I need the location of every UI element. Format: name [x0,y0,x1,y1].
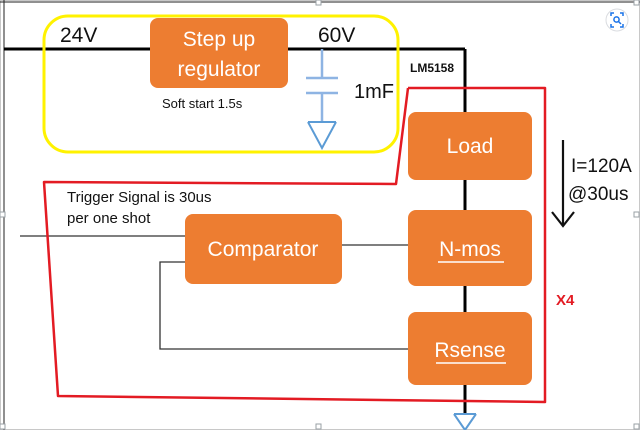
trigger-signal-line1: Trigger Signal is 30us [67,189,212,206]
soft-start-label: Soft start 1.5s [162,96,243,111]
handle-bottom-center[interactable] [315,423,322,430]
handle-top-right[interactable] [633,0,640,6]
load-label: Load [447,135,494,158]
handle-middle-left[interactable] [0,211,6,218]
channel-group-outline [42,86,547,404]
handle-bottom-right[interactable] [633,423,640,430]
multiplier-label: X4 [556,292,575,309]
image-search-button[interactable] [605,8,629,32]
current-line1: I=120A [571,156,632,177]
rsense-label: Rsense [434,339,505,362]
step-up-line1: Step up [183,28,255,51]
handle-middle-right[interactable] [633,211,640,218]
step-up-regulator-block: Step up regulator [150,18,288,88]
ground-icon [453,413,477,430]
capacitor-value-label: 1mF [354,81,394,103]
trigger-signal-line2: per one shot [67,210,151,227]
wires [4,47,467,414]
image-search-icon [610,12,624,28]
capacitor-ground-icon [307,121,337,151]
handle-top-center[interactable] [315,0,322,6]
controller-label: LM5158 [410,61,454,75]
wire-feedback [159,261,408,350]
input-voltage-label: 24V [60,24,97,47]
nmos-block: N-mos [408,210,532,286]
rsense-block: Rsense [408,312,532,385]
load-block: Load [408,112,532,180]
nmos-label: N-mos [439,238,501,261]
output-voltage-label: 60V [318,24,355,47]
capacitor [306,49,338,122]
handle-bottom-left[interactable] [0,423,6,430]
regulator-highlight-outline [42,14,400,154]
comparator-block: Comparator [185,214,342,284]
current-arrow-icon [551,140,575,228]
comparator-label: Comparator [208,238,319,261]
current-line2: @30us [568,184,629,205]
step-up-line2: regulator [178,58,261,81]
